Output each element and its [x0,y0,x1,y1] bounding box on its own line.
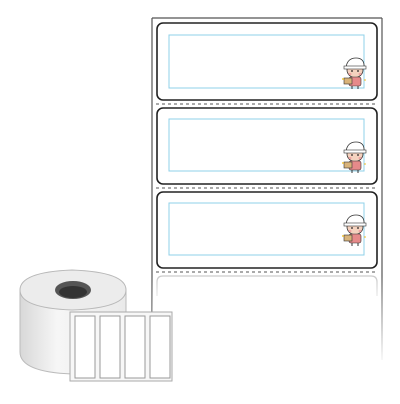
label-roll-icon [19,269,173,382]
label-2 [156,107,378,185]
label-1 [156,22,378,101]
label-3 [156,191,378,269]
label-4-partial [156,275,379,308]
cartoon-person-icon [342,57,367,89]
